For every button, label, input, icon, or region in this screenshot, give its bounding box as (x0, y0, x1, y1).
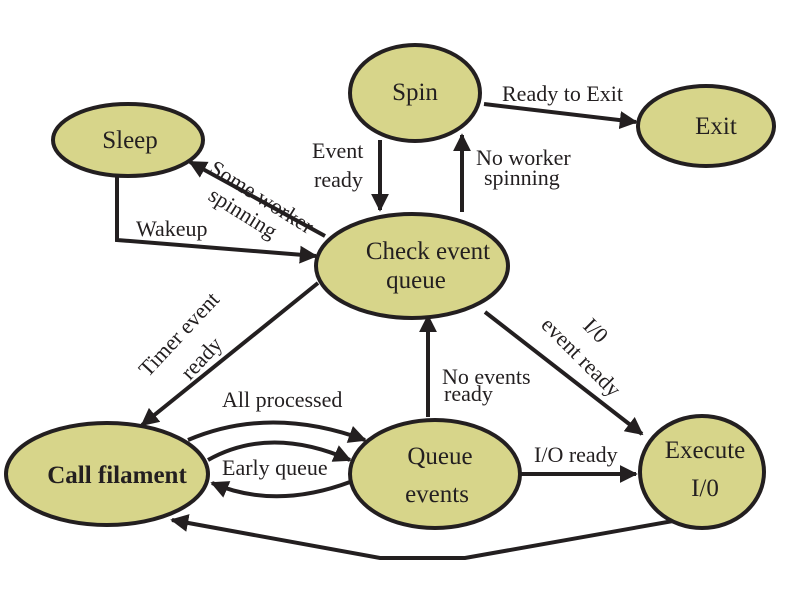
node-call-label: Call filament (47, 462, 187, 489)
node-execute-label-line2: I/0 (691, 475, 719, 502)
node-call-filament: Call filament (4, 421, 210, 527)
edge-wakeup (115, 176, 318, 264)
label-no-events-2: ready (444, 381, 493, 406)
node-execute-label-line1: Execute (665, 437, 746, 464)
edge-timer-event-ready (140, 281, 320, 427)
edge-some-worker-spinning (188, 160, 326, 238)
label-ready-to-exit: Ready to Exit (502, 81, 623, 106)
label-event-ready-2: ready (314, 167, 363, 192)
node-exit-label: Exit (695, 113, 737, 140)
label-no-events-1: No events (442, 364, 531, 389)
node-execute-io: Execute I/0 (638, 414, 766, 530)
label-early-queue: Early queue (222, 455, 328, 480)
edge-io-event-ready (483, 310, 644, 436)
node-spin: Spin (348, 43, 482, 143)
node-sleep-label: Sleep (102, 127, 158, 154)
label-wakeup: Wakeup (136, 216, 208, 241)
node-check-label-line1: Check event (366, 238, 490, 265)
node-check-event-queue: Check event queue (314, 212, 510, 320)
label-all-processed: All processed (222, 387, 342, 412)
node-queue-label-line1: Queue (407, 443, 472, 470)
edge-all-processed (187, 420, 367, 443)
node-queue-events: Queue events (348, 418, 522, 530)
edges (115, 102, 691, 560)
edge-ready-to-exit (483, 102, 638, 130)
node-check-label-line2: queue (386, 267, 446, 294)
node-sleep: Sleep (51, 102, 205, 178)
label-no-worker-2: spinning (484, 165, 560, 190)
edge-early-queue (207, 440, 352, 462)
node-exit: Exit (636, 84, 776, 168)
edge-queue-to-call (210, 480, 351, 499)
label-io-ready: I/O ready (534, 442, 618, 467)
label-event-ready-1: Event (312, 138, 363, 163)
label-no-worker-1: No worker (476, 145, 571, 170)
edge-execute-return (170, 514, 691, 560)
node-queue-label-line2: events (405, 481, 469, 508)
node-spin-label: Spin (392, 79, 438, 106)
